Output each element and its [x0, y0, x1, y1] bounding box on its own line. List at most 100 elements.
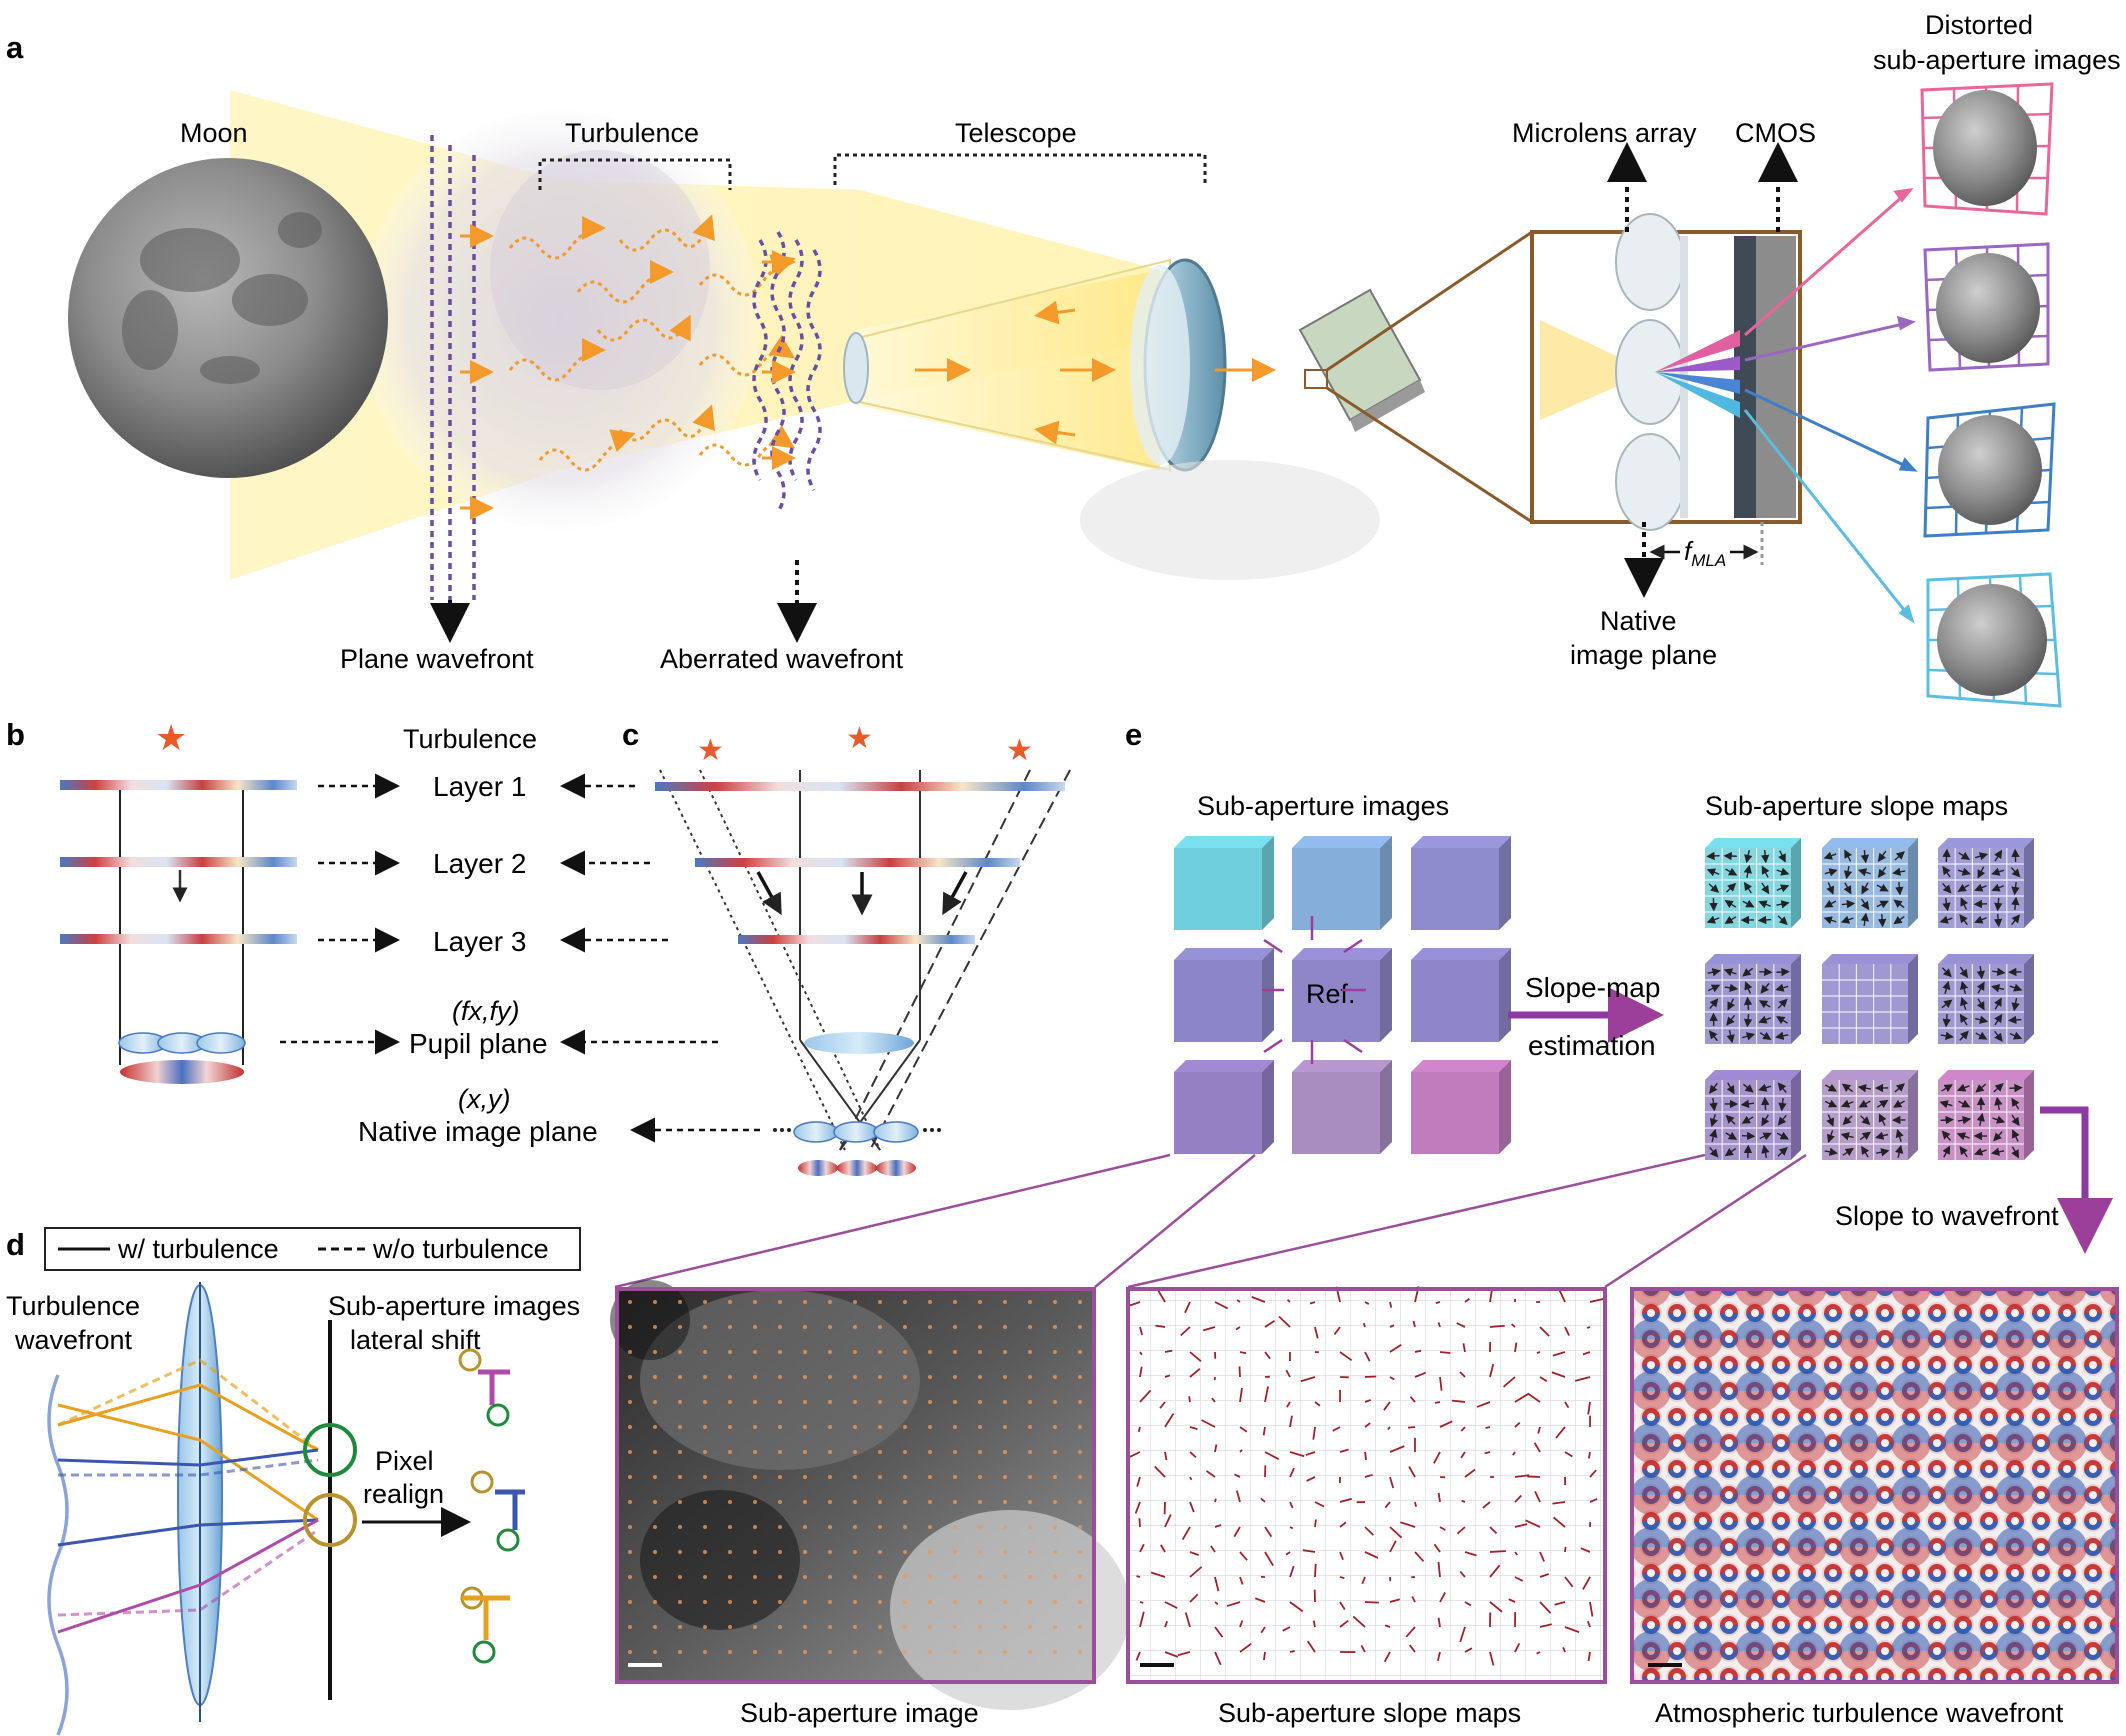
sample-dot [728, 1575, 732, 1579]
slope-arrow [1514, 1421, 1521, 1428]
sample-dot [653, 1300, 657, 1304]
slope-arrow [1484, 1451, 1491, 1455]
sample-dot [928, 1300, 932, 1304]
sample-dot [1028, 1475, 1032, 1479]
sample-dot [753, 1450, 757, 1454]
legend-without: w/o turbulence [372, 1234, 549, 1264]
sample-dot [828, 1625, 832, 1629]
sample-dot [953, 1400, 957, 1404]
slope-arrow [1555, 1426, 1566, 1439]
sample-dot [878, 1375, 882, 1379]
sample-dot [828, 1400, 832, 1404]
slope-arrow [1239, 1576, 1244, 1585]
sample-dot [1028, 1500, 1032, 1504]
slope-arrow [1412, 1320, 1416, 1328]
slope-arrow [1139, 1326, 1144, 1336]
label-cmos: CMOS [1735, 118, 1816, 148]
slope-arrow [1362, 1322, 1366, 1328]
slope-arrow [1180, 1326, 1191, 1337]
sample-dot [778, 1425, 782, 1429]
sample-dot [653, 1450, 657, 1454]
label-native-line1: Native [1600, 606, 1677, 636]
slope-map-tile [1938, 838, 2034, 928]
slope-arrow [1508, 1598, 1516, 1603]
sample-dot [778, 1300, 782, 1304]
sample-dot [878, 1400, 882, 1404]
star-c-right: ★ [1006, 734, 1033, 767]
slope-arrow [1136, 1575, 1141, 1578]
slope-arrow [1136, 1476, 1141, 1487]
sample-dot [628, 1325, 632, 1329]
sample-dot [1028, 1300, 1032, 1304]
sample-dot [728, 1450, 732, 1454]
label-slope-line1: Slope-map [1525, 972, 1660, 1003]
slope-arrow [1201, 1419, 1216, 1428]
turbulence-cloud [360, 110, 760, 530]
sample-dot [753, 1425, 757, 1429]
sample-dot [803, 1350, 807, 1354]
slope-arrow [1211, 1397, 1216, 1403]
slope-arrow [1461, 1499, 1466, 1503]
sample-dot [928, 1375, 932, 1379]
slope-arrow [1239, 1387, 1243, 1403]
sample-dot [778, 1325, 782, 1329]
arrow-slope-to-wavefront [2040, 1106, 2113, 1254]
sample-dot [778, 1525, 782, 1529]
slope-map-tile [1938, 954, 2034, 1044]
sample-dot [953, 1600, 957, 1604]
sample-dot [928, 1425, 932, 1429]
sample-dot [878, 1500, 882, 1504]
sub-aperture-tile [1292, 1060, 1392, 1154]
sample-dot [1078, 1300, 1082, 1304]
slope-arrow [1306, 1476, 1316, 1482]
slope-arrow [1189, 1368, 1201, 1378]
sample-dot [953, 1650, 957, 1654]
slope-arrow [1260, 1497, 1266, 1503]
sample-dot [753, 1300, 757, 1304]
sample-dot [1003, 1575, 1007, 1579]
sample-dot [778, 1375, 782, 1379]
sample-dot [1003, 1325, 1007, 1329]
sample-dot [1003, 1600, 1007, 1604]
slope-arrow [1514, 1642, 1521, 1653]
slope-arrow [1564, 1401, 1570, 1409]
slope-arrow [1464, 1468, 1476, 1478]
sample-dot [953, 1500, 957, 1504]
slope-arrow [1437, 1492, 1441, 1503]
sample-dot [1053, 1625, 1057, 1629]
slope-arrow [1536, 1651, 1541, 1655]
sample-dot [653, 1475, 657, 1479]
sample-dot [678, 1500, 682, 1504]
slope-arrow [1434, 1401, 1441, 1404]
label-slope-line2: estimation [1528, 1030, 1656, 1061]
sample-dot [1053, 1425, 1057, 1429]
sample-dot [778, 1500, 782, 1504]
sub-aperture-tile [1292, 836, 1392, 930]
sample-dot [1053, 1400, 1057, 1404]
slope-arrow [1464, 1601, 1472, 1607]
sample-dot [778, 1600, 782, 1604]
slope-arrow [1164, 1413, 1175, 1428]
sample-dot [1078, 1600, 1082, 1604]
sample-dot [703, 1300, 707, 1304]
slope-arrow [1157, 1289, 1166, 1303]
slope-arrow [1302, 1549, 1316, 1553]
layer1-c [655, 782, 1065, 791]
sample-dot [753, 1500, 757, 1504]
sample-dot [928, 1500, 932, 1504]
sample-dot [878, 1475, 882, 1479]
sample-dot [728, 1550, 732, 1554]
slope-arrow [1339, 1448, 1349, 1453]
caption-sub-image: Sub-aperture image [740, 1698, 979, 1728]
panel-b: b ★ Turbulence Layer 1 Layer 2 Layer 3 (… [6, 717, 598, 1147]
slope-map-tile [1822, 838, 1918, 928]
distorted-image-3 [1923, 402, 2056, 538]
sample-dot [803, 1325, 807, 1329]
slope-arrow [1129, 1301, 1141, 1307]
aberrated-arrows [762, 250, 796, 470]
turbulence-cloud-inner [490, 150, 710, 390]
sample-dot [1078, 1375, 1082, 1379]
slope-arrow [1314, 1501, 1325, 1508]
sample-dot [878, 1650, 882, 1654]
slope-arrow [1239, 1426, 1248, 1433]
